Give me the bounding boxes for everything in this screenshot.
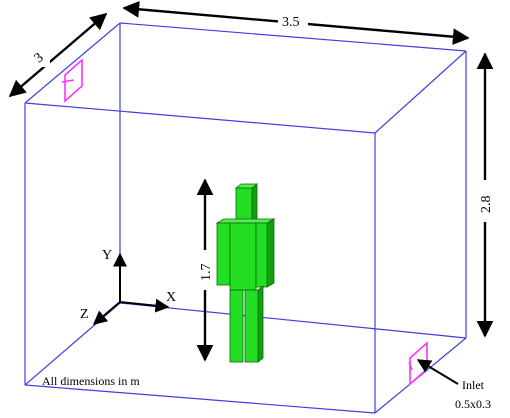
depth-dimension-arrow xyxy=(8,12,108,98)
z-axis-label: Z xyxy=(80,307,89,322)
width-label: 3.5 xyxy=(282,15,300,30)
room-edge-front-bottom xyxy=(24,384,376,414)
x-axis-label: X xyxy=(166,290,176,305)
room-edge-back-bottom xyxy=(119,302,467,339)
width-label-bg xyxy=(278,10,308,30)
height-label-bg xyxy=(477,180,493,222)
coordinate-axes: Y X Z xyxy=(80,248,176,325)
room-edge-front-top xyxy=(24,102,376,134)
units-note: All dimensions in m xyxy=(42,374,140,388)
z-axis-arrow xyxy=(92,301,121,325)
room-edge-top-right xyxy=(374,50,467,134)
height-label: 2.8 xyxy=(479,196,494,214)
outlet-vent xyxy=(61,58,83,103)
inlet-pointer-arrow xyxy=(416,359,459,385)
inlet-label: Inlet xyxy=(462,378,485,392)
human-model xyxy=(215,183,276,363)
x-axis-arrow xyxy=(119,298,170,313)
y-axis-label: Y xyxy=(102,248,112,263)
inlet-size-label: 0.5x0.3 xyxy=(455,397,491,411)
depth-label-bg xyxy=(32,47,50,67)
person-height-label: 1.7 xyxy=(199,264,214,282)
room-box xyxy=(24,22,467,414)
person-height-label-bg xyxy=(197,250,213,290)
